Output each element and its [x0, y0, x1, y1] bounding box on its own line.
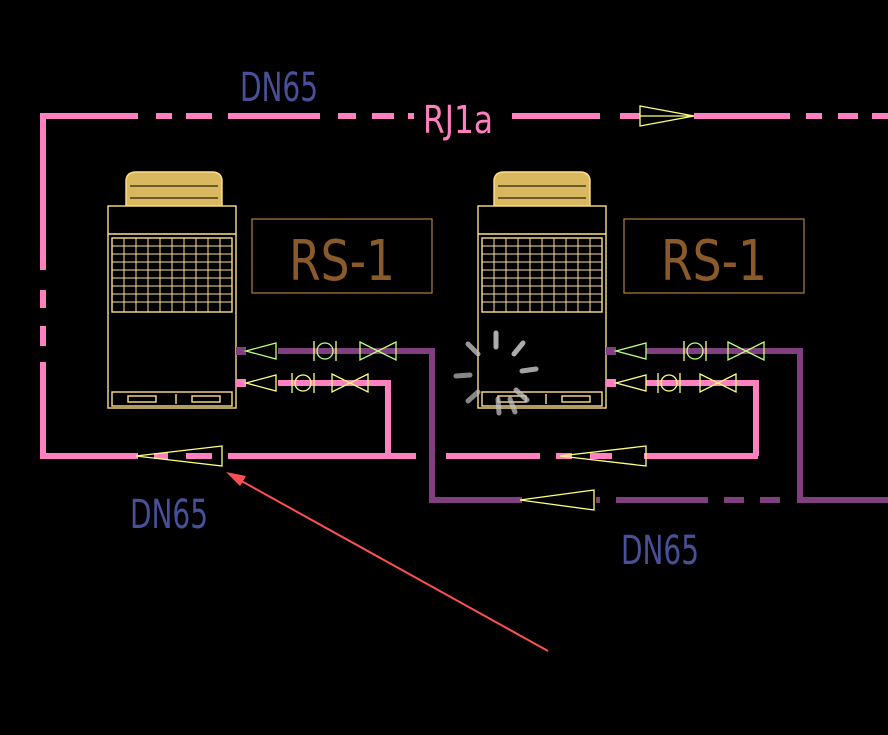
unit-tag-frame-1: [251, 218, 433, 294]
unit-tag-1: RS-1: [289, 229, 395, 294]
check-valve-icon: [613, 374, 647, 392]
check-valve-icon: [613, 342, 647, 360]
check-valve-icon: [243, 374, 277, 392]
check-valve-icon: [243, 342, 277, 360]
flow-arrow: [559, 445, 647, 467]
pipe-code-label: RJ1a: [423, 98, 493, 142]
gate-valve-icon: [716, 372, 737, 394]
gate-valve-icon: [376, 340, 397, 362]
gate-valve-icon: [359, 340, 380, 362]
unit-tag-2: RS-1: [661, 229, 767, 294]
pipe-size-label-left: DN65: [130, 492, 208, 538]
pipe-size-label-right: DN65: [621, 528, 699, 574]
annotation-arrow-icon: [226, 472, 549, 652]
gate-valve-icon: [348, 372, 369, 394]
fittings-unit-2: [606, 340, 765, 394]
flow-arrow: [135, 445, 223, 467]
gate-valve-icon: [727, 340, 748, 362]
gate-valve-icon: [331, 372, 352, 394]
fittings-unit-1: [236, 340, 397, 394]
flow-arrow: [519, 489, 595, 511]
gate-valve-icon: [744, 340, 765, 362]
spinner-icon: [453, 330, 539, 416]
outdoor-unit-2: [477, 171, 607, 409]
unit-tag-frame-2: [623, 218, 805, 294]
gate-valve-icon: [699, 372, 720, 394]
flow-arrows: [135, 105, 695, 511]
pipe-size-label-top: DN65: [240, 65, 318, 111]
return-pipe-network: [278, 348, 888, 503]
outdoor-unit-1: [107, 171, 237, 409]
